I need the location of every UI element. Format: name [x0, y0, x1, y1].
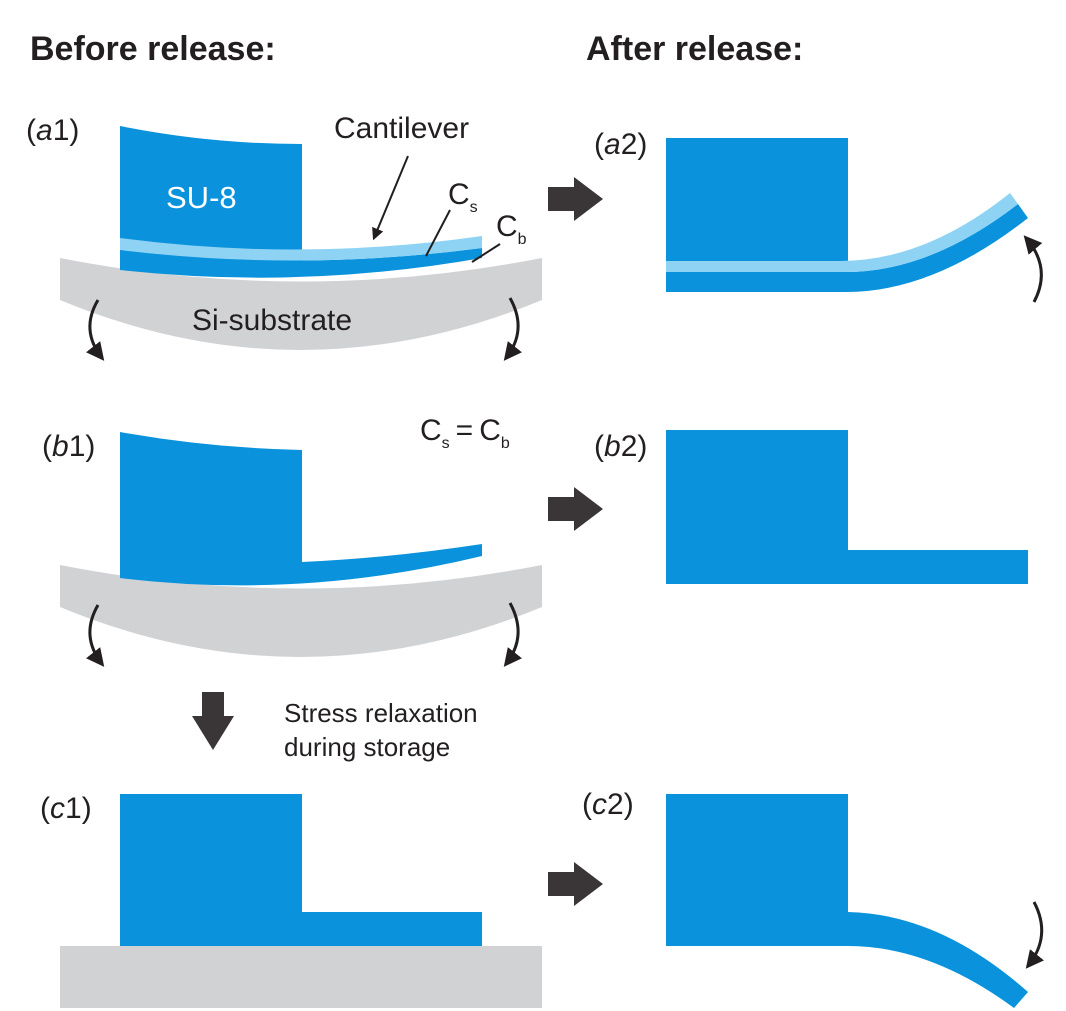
- cs-label: Cs: [448, 178, 478, 216]
- panel-label-a2: (a2): [594, 128, 647, 161]
- cantilever-surface-layer-a2: [666, 193, 1018, 272]
- panel-label-b2: (b2): [594, 430, 647, 463]
- su8-block-a2: [666, 138, 848, 264]
- before-release-title: Before release:: [30, 30, 276, 68]
- cs-equals-cb-label: Cs=Cb: [420, 414, 510, 452]
- bend-arrow-right-a1: [503, 297, 522, 361]
- cantilever-surface-layer: [120, 236, 482, 261]
- si-substrate-curved-b1: [60, 565, 542, 657]
- panel-a1: (a1) SU-8 Cantilever Cs Cb Si-substrate: [26, 112, 542, 361]
- stress-relaxation-step: Stress relaxation during storage: [192, 692, 478, 762]
- panel-label-b1: (b1): [42, 430, 95, 463]
- cantilever-bottom-layer: [120, 248, 482, 278]
- panel-b1: (b1) Cs=Cb: [42, 414, 542, 667]
- panel-c1: (c1): [40, 792, 542, 1008]
- release-arrow-a: [548, 177, 603, 221]
- si-substrate-curved: [60, 258, 542, 350]
- si-substrate-flat-c1: [60, 946, 542, 1008]
- panel-label-c1: (c1): [40, 792, 92, 825]
- release-arrow-b: [548, 487, 603, 531]
- cantilever-label: Cantilever: [334, 112, 469, 145]
- cb-pointer-line: [471, 243, 501, 263]
- panel-a2: (a2): [594, 128, 1043, 303]
- stress-relaxation-line1: Stress relaxation: [284, 698, 478, 728]
- panel-c2: (c2): [582, 788, 1045, 1008]
- su8-block: [120, 126, 302, 262]
- su8-cantilever-c1: [120, 794, 482, 946]
- deflection-arrow-up-a2: [1023, 235, 1043, 303]
- panel-label-c2: (c2): [582, 788, 634, 821]
- cantilever-pointer-arrow: [372, 155, 409, 241]
- release-arrow-c: [548, 862, 603, 906]
- su8-label: SU-8: [166, 180, 237, 215]
- su8-cantilever-c2-bent-down: [666, 794, 1028, 1008]
- panel-label-a1: (a1): [26, 114, 79, 147]
- su8-cantilever-b2-flat: [666, 430, 1028, 584]
- panel-b2: (b2): [594, 430, 1028, 584]
- cb-label: Cb: [496, 210, 527, 248]
- si-substrate-label: Si-substrate: [192, 304, 352, 337]
- bend-arrow-left-b1: [86, 604, 105, 667]
- deflection-arrow-down-c2: [1025, 901, 1045, 969]
- cs-pointer-line: [425, 209, 451, 257]
- cantilever-bottom-layer-a2: [666, 204, 1028, 292]
- su8-cantilever-b1: [120, 432, 482, 586]
- after-release-title: After release:: [586, 30, 803, 68]
- down-arrow-storage: [192, 692, 234, 750]
- bend-arrow-right-b1: [503, 602, 522, 667]
- bend-arrow-left-a1: [86, 299, 105, 361]
- stress-relaxation-line2: during storage: [284, 732, 450, 762]
